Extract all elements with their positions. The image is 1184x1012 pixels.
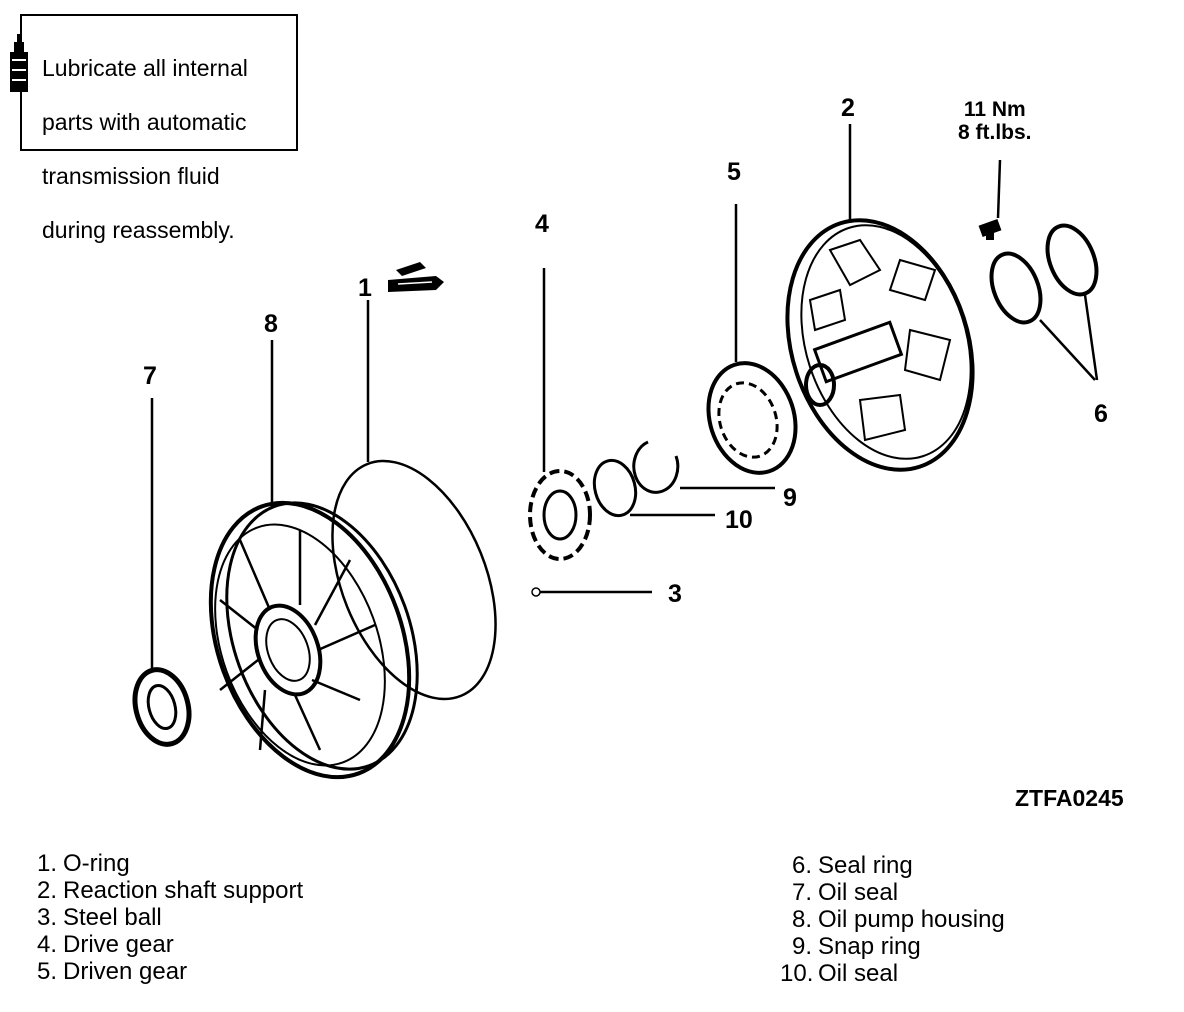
legend-num: 8.: [791, 906, 812, 933]
bolt-icon: [978, 218, 1002, 240]
legend-item: 6.Seal ring: [780, 852, 1005, 879]
legend-label: Oil pump housing: [818, 906, 1005, 933]
legend-item: 10.Oil seal: [780, 960, 1005, 987]
legend-item: 1.O-ring: [25, 850, 303, 877]
oil-can-icon: [10, 34, 28, 92]
oil-pump-housing-8: [208, 500, 419, 780]
driven-gear-5: [706, 361, 798, 475]
legend-label: Drive gear: [63, 931, 174, 958]
note-line-2: parts with automatic: [42, 109, 247, 135]
legend-item: 8.Oil pump housing: [780, 906, 1005, 933]
note-line-1: Lubricate all internal: [42, 55, 248, 81]
reaction-shaft-support-2: [785, 218, 975, 472]
legend-item: 7.Oil seal: [780, 879, 1005, 906]
leader-lines: [150, 124, 1099, 670]
legend-right: 6.Seal ring 7.Oil seal 8.Oil pump housin…: [780, 852, 1005, 987]
legend-label: Oil seal: [818, 879, 899, 906]
steel-ball-3: [531, 587, 541, 597]
callout-9: 9: [783, 484, 797, 512]
legend-num: 10.: [780, 960, 814, 987]
oil-seal-10: [592, 458, 638, 518]
note-line-3: transmission fluid: [42, 163, 220, 189]
legend-item: 5.Driven gear: [25, 958, 303, 985]
legend-label: Seal ring: [818, 852, 913, 879]
legend-label: Snap ring: [818, 933, 921, 960]
lubricant-tube-icon: [388, 262, 444, 292]
callout-6: 6: [1094, 400, 1108, 428]
legend-num: 6.: [791, 852, 812, 879]
legend-item: 2.Reaction shaft support: [25, 877, 303, 904]
o-ring-1: [331, 459, 497, 701]
callout-7: 7: [143, 362, 157, 390]
torque-ftlbs: 8 ft.lbs.: [958, 121, 1032, 144]
legend-num: 3.: [36, 904, 57, 931]
drive-gear-4: [528, 469, 592, 561]
legend-item: 4.Drive gear: [25, 931, 303, 958]
lubrication-note-text: Lubricate all internal parts with automa…: [42, 28, 292, 271]
callout-10: 10: [725, 506, 753, 534]
callout-1: 1: [358, 274, 372, 302]
seal-ring-6a: [989, 251, 1043, 325]
legend-item: 3.Steel ball: [25, 904, 303, 931]
callout-3: 3: [668, 580, 682, 608]
legend-num: 7.: [791, 879, 812, 906]
torque-spec: 11 Nm 8 ft.lbs.: [958, 98, 1032, 144]
legend-num: 9.: [791, 933, 812, 960]
legend-left: 1.O-ring 2.Reaction shaft support 3.Stee…: [25, 850, 303, 985]
legend-item: 9.Snap ring: [780, 933, 1005, 960]
callout-5: 5: [727, 158, 741, 186]
callout-4: 4: [535, 210, 549, 238]
seal-ring-6b: [1045, 223, 1099, 297]
note-line-4: during reassembly.: [42, 217, 235, 243]
legend-num: 2.: [36, 877, 57, 904]
legend-label: Driven gear: [63, 958, 188, 985]
figure-code: ZTFA0245: [1015, 785, 1124, 811]
legend-label: O-ring: [63, 850, 130, 877]
lubrication-note-box: [20, 14, 298, 151]
torque-nm: 11 Nm: [963, 98, 1026, 121]
legend-num: 1.: [36, 850, 57, 877]
legend-num: 5.: [36, 958, 57, 985]
legend-num: 4.: [36, 931, 57, 958]
callout-8: 8: [264, 310, 278, 338]
oil-seal-7: [132, 667, 192, 747]
snap-ring-9: [632, 440, 680, 494]
legend-label: Reaction shaft support: [63, 877, 304, 904]
legend-label: Oil seal: [818, 960, 899, 987]
legend-label: Steel ball: [63, 904, 162, 931]
callout-2: 2: [841, 94, 855, 122]
